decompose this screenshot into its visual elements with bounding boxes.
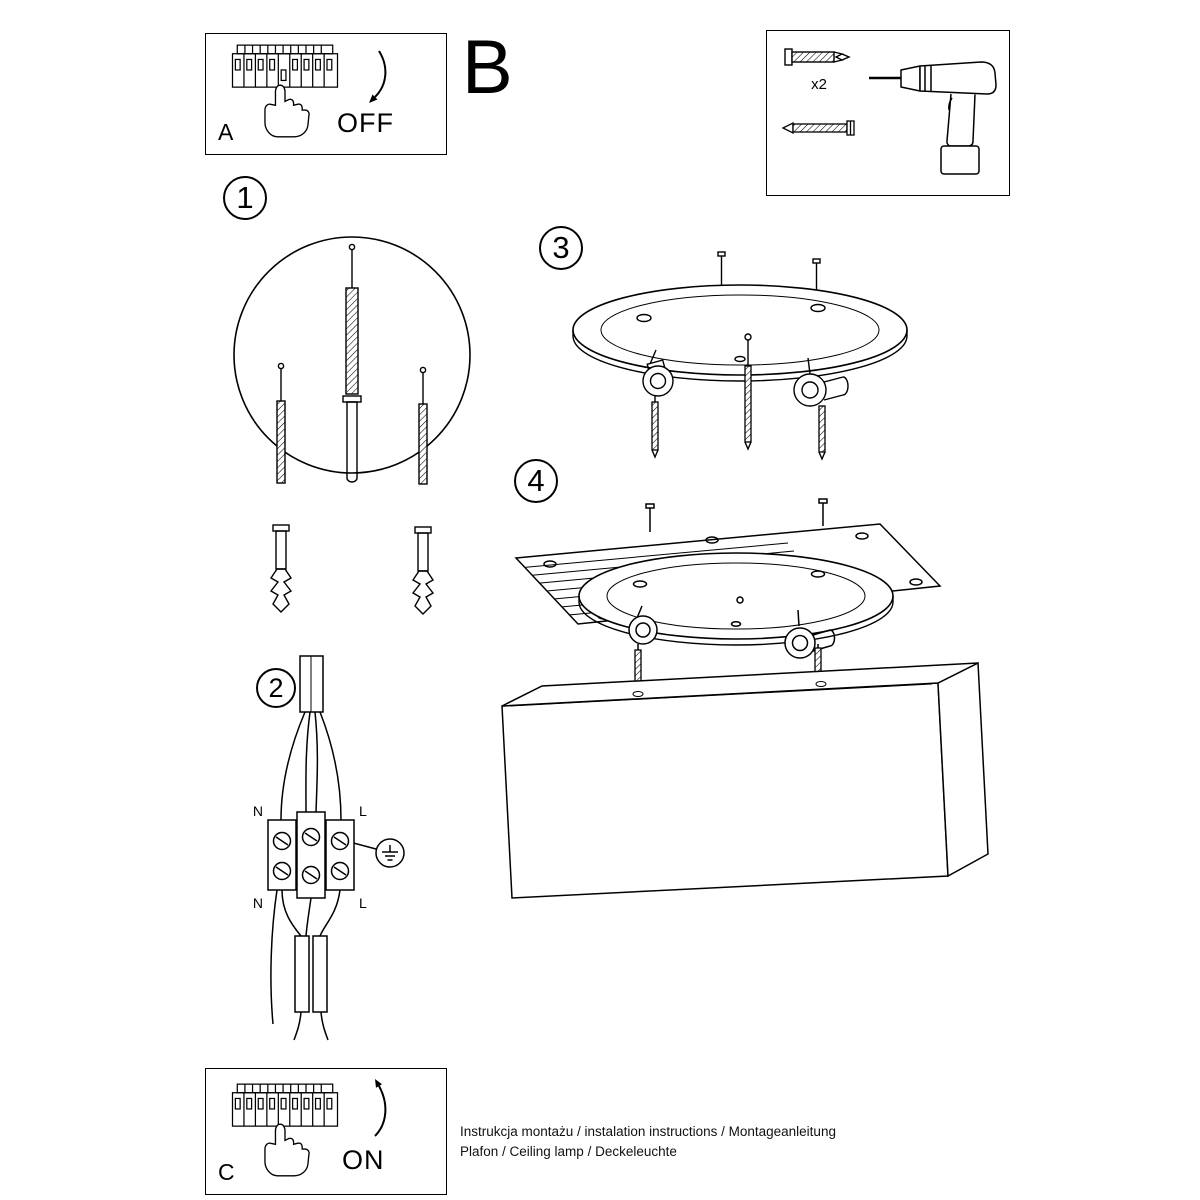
arrow-up-icon	[374, 1079, 387, 1137]
power-on-label: ON	[342, 1145, 385, 1175]
step1-anchors-illustration	[233, 236, 471, 615]
lamp-socket-right	[793, 357, 849, 407]
parts-box: x2	[766, 30, 1010, 196]
step-1-badge: 1	[223, 176, 267, 220]
arrow-down-icon	[369, 50, 387, 103]
panel-power-on: ON C	[205, 1068, 447, 1195]
circuit-breaker-illustration	[231, 44, 339, 138]
terminal-label-l-bottom: L	[359, 895, 367, 911]
drill-icon	[869, 61, 997, 175]
anchor-count-label: x2	[811, 76, 827, 93]
hand-icon	[264, 1123, 310, 1177]
circuit-breaker-illustration	[231, 1083, 339, 1177]
magnifier-circle	[233, 236, 471, 474]
step2-wiring-illustration: N L N L	[253, 655, 405, 1041]
panel-a-letter: A	[218, 119, 234, 145]
hand-icon	[264, 84, 310, 138]
step3-bracket-illustration	[572, 251, 908, 461]
terminal-label-n-bottom: N	[253, 895, 263, 911]
power-off-label: OFF	[337, 108, 394, 138]
step-4-badge: 4	[514, 459, 558, 503]
step-1-number: 1	[236, 180, 254, 215]
terminal-label-n-top: N	[253, 803, 263, 819]
terminal-blocks	[267, 811, 355, 899]
wall-plug-icon	[784, 48, 851, 66]
step-4-number: 4	[527, 463, 545, 498]
footer-line-2: Plafon / Ceiling lamp / Deckeleuchte	[460, 1144, 677, 1159]
panel-power-off: OFF A	[205, 33, 447, 155]
lamp-socket-left	[642, 349, 674, 397]
footer-line-1: Instrukcja montażu / instalation instruc…	[460, 1124, 836, 1139]
parts-illustration: x2	[781, 48, 997, 175]
step-2-number: 2	[268, 672, 284, 703]
section-letter: B	[462, 25, 513, 110]
terminal-label-l-top: L	[359, 803, 367, 819]
step4-assembly-illustration	[501, 498, 989, 899]
step-3-badge: 3	[539, 226, 583, 270]
footer: Instrukcja montażu / instalation instruc…	[460, 1122, 836, 1162]
earth-symbol-icon	[375, 838, 405, 868]
step-3-number: 3	[552, 230, 570, 265]
shade-box	[501, 661, 989, 899]
lamp-socket-left	[628, 605, 658, 645]
panel-c-letter: C	[218, 1159, 235, 1185]
step-2-badge: 2	[256, 668, 296, 708]
screw-icon	[781, 120, 855, 136]
lamp-socket-right	[784, 609, 836, 659]
